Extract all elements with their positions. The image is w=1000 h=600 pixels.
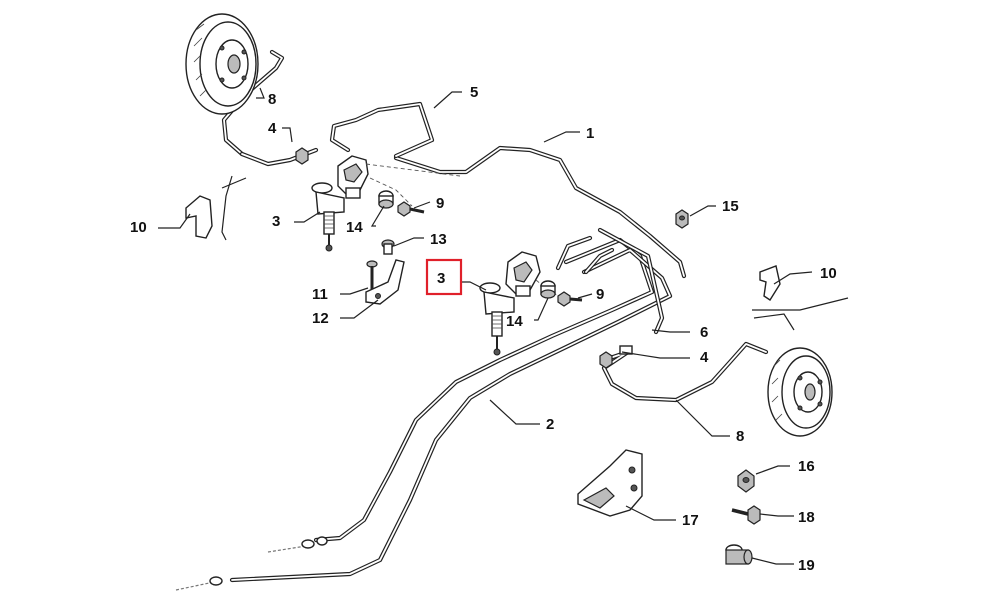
callout-4-lower: 4 — [700, 349, 709, 366]
bushing-14-lower — [540, 280, 556, 299]
alignment-dash-b — [365, 163, 461, 177]
brake-drum-upper — [185, 13, 259, 115]
bolt-9-upper — [397, 201, 425, 217]
pipe-6-inner — [599, 229, 663, 333]
callout-6: 6 — [700, 324, 708, 341]
bushing-14-upper — [378, 190, 394, 209]
pipe-short-a-inner — [557, 237, 591, 269]
callout-4-upper: 4 — [268, 120, 277, 137]
callout-2: 2 — [546, 416, 554, 433]
clip-10-upper — [185, 175, 247, 241]
fitting-4-upper — [295, 147, 309, 165]
pipe-5-outer — [329, 101, 435, 159]
bracket-17 — [577, 449, 643, 517]
leader-lines — [158, 87, 813, 565]
fitting-4-lower — [599, 345, 633, 369]
sleeve-19 — [725, 544, 753, 565]
brake-pipes — [175, 49, 769, 591]
callout-13: 13 — [430, 231, 447, 248]
pipe-end-thin-a — [267, 545, 307, 553]
bracket-12 — [365, 259, 405, 305]
callout-16: 16 — [798, 458, 815, 475]
callout-labels: 1 2 3 3 4 4 5 6 8 8 9 9 10 10 11 12 13 1… — [130, 84, 837, 574]
callout-8-upper: 8 — [268, 91, 276, 108]
callout-12: 12 — [312, 310, 329, 327]
callout-8-lower: 8 — [736, 428, 744, 445]
brake-valve-lower — [479, 251, 541, 356]
pipe-1-inner — [395, 147, 685, 277]
callout-17: 17 — [682, 512, 699, 529]
callout-14-lower: 14 — [506, 313, 523, 330]
pipe-5-inner — [331, 103, 433, 157]
nut-15 — [675, 209, 689, 229]
callout-3-upper: 3 — [272, 213, 280, 230]
pipe-2b-inner — [231, 249, 671, 581]
callout-10-lower: 10 — [820, 265, 837, 282]
bolt-11 — [366, 260, 378, 290]
callout-18: 18 — [798, 509, 815, 526]
callout-14-upper: 14 — [346, 219, 363, 236]
callout-15: 15 — [722, 198, 739, 215]
highlight-box — [425, 258, 463, 296]
callout-11: 11 — [312, 286, 328, 303]
clip-10-lower — [752, 265, 849, 311]
callout-19: 19 — [798, 557, 815, 574]
pipe-end-thin-b — [175, 581, 215, 591]
pipe-end-nut-a — [301, 539, 315, 549]
callout-3-highlighted: 3 — [437, 270, 445, 287]
bolt-13 — [381, 239, 395, 255]
callout-10-upper: 10 — [130, 219, 147, 236]
brake-valve-upper — [311, 155, 369, 252]
callout-9-lower: 9 — [596, 286, 604, 303]
callout-9-upper: 9 — [436, 195, 444, 212]
callout-5: 5 — [470, 84, 478, 101]
pipe-8b-inner — [603, 343, 767, 401]
pipe-short-b-inner — [585, 249, 613, 273]
callout-1: 1 — [586, 125, 594, 142]
brake-drum-lower — [767, 347, 833, 437]
bolt-18 — [731, 505, 761, 525]
pipe-end-nut-b — [209, 576, 223, 586]
pipe-end-nut-c — [316, 536, 328, 546]
bolt-9-lower — [557, 291, 583, 307]
alignment-dash-a — [369, 177, 413, 207]
nut-16 — [737, 469, 755, 493]
